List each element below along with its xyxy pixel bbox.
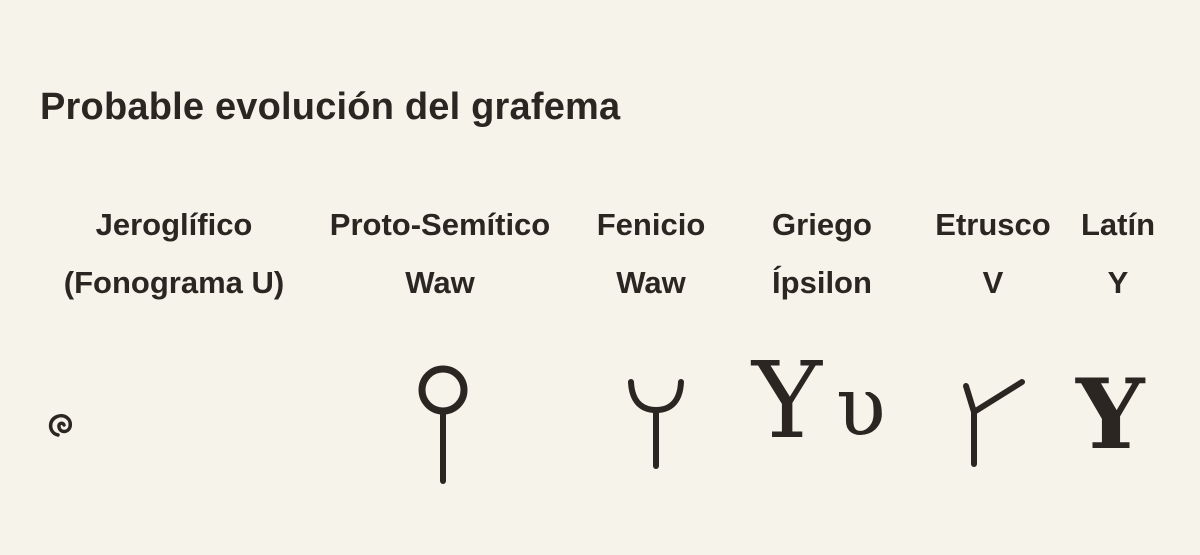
column-subname: Ípsilon <box>772 265 872 300</box>
hieroglyph-spiral-icon <box>44 405 78 445</box>
column-name: Jeroglífico <box>95 207 253 242</box>
column-etruscan: Etrusco V <box>918 196 1068 312</box>
column-name: Latín <box>1080 207 1156 242</box>
column-name: Proto-Semítico <box>329 207 551 242</box>
column-subname: (Fonograma U) <box>63 265 285 300</box>
diagram-title: Probable evolución del grafema <box>40 86 621 128</box>
column-name: Fenicio <box>596 207 706 242</box>
proto-semitic-waw-icon <box>410 364 476 486</box>
greek-upsilon-upper: Y <box>752 339 822 462</box>
latin-y-icon: Y <box>1076 360 1145 470</box>
greek-upsilon-icon: Y υ <box>752 346 912 462</box>
phoenician-waw-icon <box>624 374 688 470</box>
latin-y-letter: Y <box>1076 358 1145 471</box>
greek-upsilon-lower: υ <box>836 360 886 455</box>
column-greek: Griego Ípsilon <box>752 196 892 312</box>
column-phoenician: Fenicio Waw <box>580 196 722 312</box>
column-latin: Latín Y <box>1066 196 1170 312</box>
etruscan-v-icon <box>960 374 1028 470</box>
column-subname: Waw <box>616 265 686 300</box>
column-name: Etrusco <box>935 207 1051 242</box>
column-subname: Y <box>1107 265 1129 300</box>
column-proto-semitic: Proto-Semítico Waw <box>305 196 575 312</box>
column-hieroglyph: Jeroglífico (Fonograma U) <box>40 196 308 312</box>
column-subname: V <box>982 265 1004 300</box>
column-name: Griego <box>772 207 872 242</box>
column-subname: Waw <box>405 265 475 300</box>
